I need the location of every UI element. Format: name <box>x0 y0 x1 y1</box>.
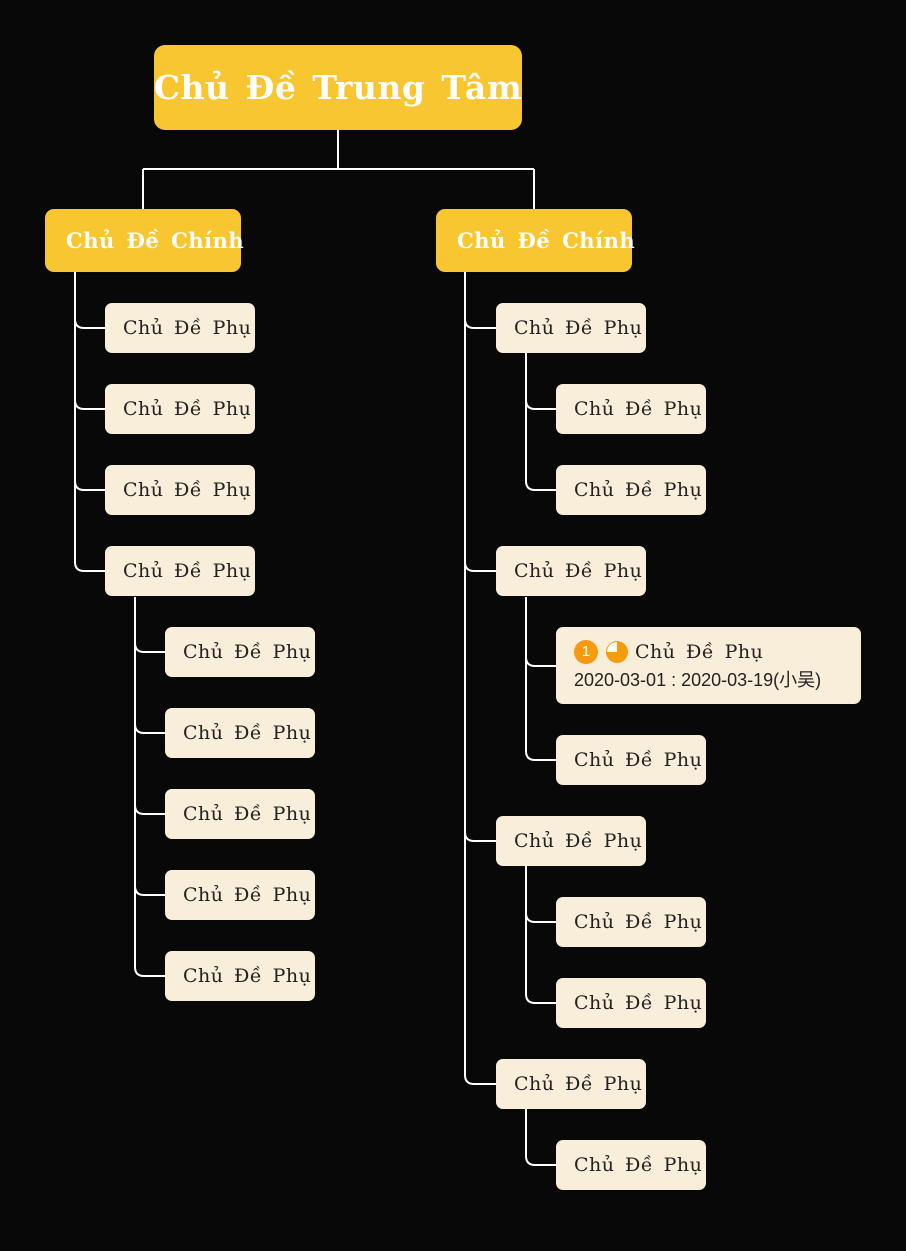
subtopic-left-4-1[interactable]: Chủ Đề Phụ <box>165 627 315 677</box>
subtopic-left-4-4[interactable]: Chủ Đề Phụ <box>165 870 315 920</box>
subtopic-label: Chủ Đề Phụ <box>574 911 703 933</box>
subtopic-label: Chủ Đề Phụ <box>123 560 252 582</box>
central-topic[interactable]: Chủ Đề Trung Tâm <box>154 45 522 130</box>
subtopic-left-2[interactable]: Chủ Đề Phụ <box>105 384 255 434</box>
subtopic-label: Chủ Đề Phụ <box>183 722 312 744</box>
main-topic-left[interactable]: Chủ Đề Chính <box>45 209 245 272</box>
subtopic-label: Chủ Đề Phụ <box>514 560 643 582</box>
subtopic-right-4[interactable]: Chủ Đề Phụ <box>496 1059 646 1109</box>
subtopic-left-4-3[interactable]: Chủ Đề Phụ <box>165 789 315 839</box>
task-header: 1 Chủ Đề Phụ <box>574 639 763 665</box>
subtopic-label: Chủ Đề Phụ <box>574 1154 703 1176</box>
subtopic-label: Chủ Đề Phụ <box>574 398 703 420</box>
subtopic-right-3-1[interactable]: Chủ Đề Phụ <box>556 897 706 947</box>
subtopic-right-1-1[interactable]: Chủ Đề Phụ <box>556 384 706 434</box>
subtopic-label: Chủ Đề Phụ <box>635 640 764 663</box>
subtopic-right-1-2[interactable]: Chủ Đề Phụ <box>556 465 706 515</box>
right-branch-connector <box>464 272 496 1085</box>
subtopic-label: Chủ Đề Phụ <box>123 398 252 420</box>
right-nested-connector-3 <box>525 866 556 1004</box>
subtopic-label: Chủ Đề Phụ <box>123 317 252 339</box>
right-nested-connector-1 <box>525 353 556 491</box>
subtopic-label: Chủ Đề Phụ <box>183 641 312 663</box>
subtopic-label: Chủ Đề Phụ <box>574 992 703 1014</box>
main-topic-right[interactable]: Chủ Đề Chính <box>436 209 636 272</box>
subtopic-label: Chủ Đề Phụ <box>514 830 643 852</box>
subtopic-label: Chủ Đề Phụ <box>183 884 312 906</box>
subtopic-right-2-1-task[interactable]: 1 Chủ Đề Phụ 2020-03-01 : 2020-03-19(小吴) <box>556 627 861 704</box>
subtopic-label: Chủ Đề Phụ <box>183 965 312 987</box>
left-branch-connector <box>74 272 105 572</box>
subtopic-label: Chủ Đề Phụ <box>514 317 643 339</box>
subtopic-left-4-5[interactable]: Chủ Đề Phụ <box>165 951 315 1001</box>
right-nested-connector-4 <box>525 1109 556 1166</box>
three-quarter-pie-icon <box>606 640 628 663</box>
subtopic-label: Chủ Đề Phụ <box>514 1073 643 1095</box>
subtopic-label: Chủ Đề Phụ <box>123 479 252 501</box>
subtopic-right-3[interactable]: Chủ Đề Phụ <box>496 816 646 866</box>
subtopic-left-4-2[interactable]: Chủ Đề Phụ <box>165 708 315 758</box>
priority-1-icon: 1 <box>574 639 598 664</box>
subtopic-right-2-2[interactable]: Chủ Đề Phụ <box>556 735 706 785</box>
left-nested-connector <box>134 597 165 977</box>
central-topic-label: Chủ Đề Trung Tâm <box>153 68 523 107</box>
main-topic-label: Chủ Đề Chính <box>66 228 245 253</box>
subtopic-left-3[interactable]: Chủ Đề Phụ <box>105 465 255 515</box>
subtopic-right-3-2[interactable]: Chủ Đề Phụ <box>556 978 706 1028</box>
subtopic-right-2[interactable]: Chủ Đề Phụ <box>496 546 646 596</box>
subtopic-label: Chủ Đề Phụ <box>574 749 703 771</box>
right-nested-connector-2 <box>525 597 556 761</box>
root-connector <box>142 130 535 209</box>
subtopic-left-1[interactable]: Chủ Đề Phụ <box>105 303 255 353</box>
subtopic-left-4[interactable]: Chủ Đề Phụ <box>105 546 255 596</box>
task-date-range: 2020-03-01 : 2020-03-19(小吴) <box>574 669 822 690</box>
subtopic-label: Chủ Đề Phụ <box>183 803 312 825</box>
main-topic-label: Chủ Đề Chính <box>457 228 636 253</box>
subtopic-right-1[interactable]: Chủ Đề Phụ <box>496 303 646 353</box>
subtopic-right-4-1[interactable]: Chủ Đề Phụ <box>556 1140 706 1190</box>
subtopic-label: Chủ Đề Phụ <box>574 479 703 501</box>
